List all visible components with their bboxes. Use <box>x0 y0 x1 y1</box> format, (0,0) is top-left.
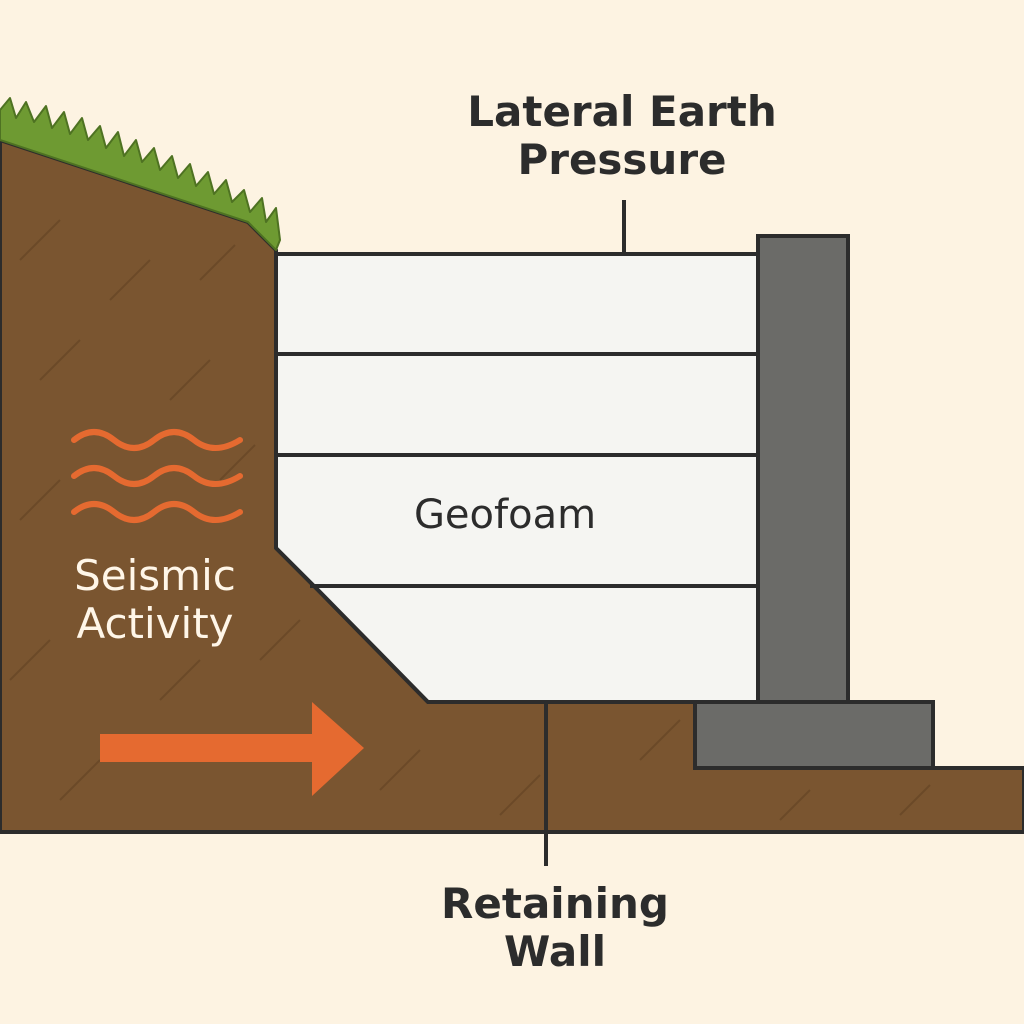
retaining-wall-label-line-1: Retaining <box>441 879 669 928</box>
lateral-earth-pressure-label-line-2: Pressure <box>517 135 727 185</box>
retaining-wall-label-line-2: Wall <box>504 927 606 977</box>
retaining-wall-footing <box>693 700 935 770</box>
seismic-activity-label-line-1: Seismic <box>74 551 236 600</box>
force-arrow-icon <box>100 702 364 796</box>
seismic-activity-label-line-2: Activity <box>76 599 234 649</box>
lateral-earth-pressure-label: Lateral Earth Pressure <box>452 87 792 185</box>
grass <box>0 97 281 251</box>
soil-texture <box>9 219 931 821</box>
seismic-activity-label: Seismic Activity <box>30 551 280 649</box>
geofoam-block-joints <box>276 352 758 588</box>
retaining-wall-stem <box>756 234 850 704</box>
seismic-waves-icon <box>71 429 243 523</box>
lateral-earth-pressure-label-line-1: Lateral Earth <box>467 87 777 136</box>
retaining-wall-label: Retaining Wall <box>400 879 710 977</box>
geofoam-label: Geofoam <box>413 492 597 538</box>
